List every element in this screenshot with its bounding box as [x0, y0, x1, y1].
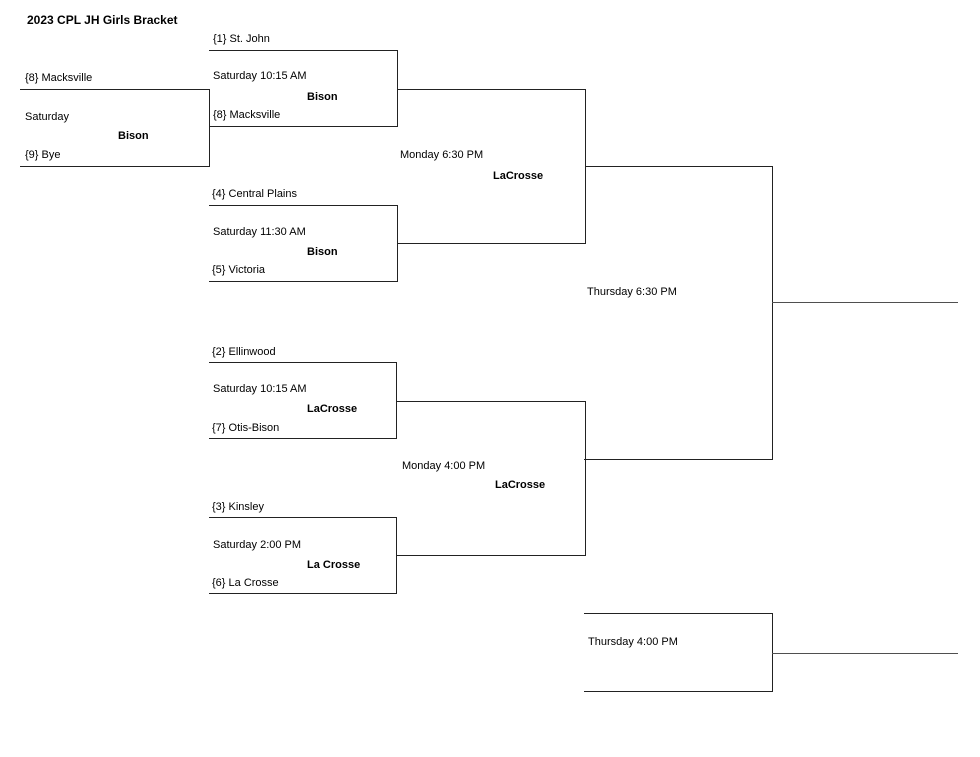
bracket-line — [396, 555, 585, 556]
bracket-line — [584, 459, 772, 460]
round1-game3-top-team-label: {2} Ellinwood — [212, 346, 276, 358]
bracket-line — [20, 89, 209, 90]
round1-game2-venue-label: Bison — [307, 246, 338, 258]
bracket-line — [209, 281, 397, 282]
round1-game3-bottom-team-label: {7} Otis-Bison — [212, 422, 280, 434]
semifinal1-schedule-label: Monday 6:30 PM — [400, 149, 484, 161]
bracket-line — [397, 89, 585, 90]
third-place-schedule-label: Thursday 4:00 PM — [588, 636, 678, 648]
bracket-line — [397, 50, 398, 127]
bracket-line — [772, 613, 773, 692]
playin-bottom-team-label: {9} Bye — [25, 149, 61, 161]
bracket-line — [585, 166, 772, 167]
round1-game1-bottom-team-label: {8} Macksville — [213, 109, 281, 121]
round1-game1-schedule-label: Saturday 10:15 AM — [213, 70, 307, 82]
bracket-line — [20, 166, 209, 167]
bracket-line — [585, 401, 586, 556]
round1-game4-top-team-label: {3} Kinsley — [212, 501, 264, 513]
bracket-line — [209, 50, 397, 51]
semifinal2-schedule-label: Monday 4:00 PM — [402, 460, 486, 472]
bracket-line — [584, 613, 772, 614]
bracket-line — [584, 691, 772, 692]
playin-schedule-label: Saturday — [25, 111, 70, 123]
round1-game1-top-team-label: {1} St. John — [213, 33, 270, 45]
bracket-line — [209, 362, 396, 363]
round1-game4-venue-label: La Crosse — [307, 559, 361, 571]
playin-venue-label: Bison — [118, 130, 149, 142]
champion-advancement-line — [772, 302, 958, 303]
bracket-line — [209, 593, 396, 594]
bracket-line — [772, 166, 773, 460]
round1-game3-schedule-label: Saturday 10:15 AM — [213, 383, 307, 395]
championship-schedule-label: Thursday 6:30 PM — [587, 286, 677, 298]
playin-top-team-label: {8} Macksville — [25, 72, 93, 84]
bracket-line — [396, 401, 585, 402]
bracket-line — [209, 126, 397, 127]
semifinal1-venue-label: LaCrosse — [493, 170, 544, 182]
round1-game2-schedule-label: Saturday 11:30 AM — [213, 226, 306, 238]
bracket-line — [209, 438, 396, 439]
bracket-line — [209, 205, 397, 206]
bracket-title: 2023 CPL JH Girls Bracket — [27, 13, 178, 27]
third-place-advancement-line — [772, 653, 958, 654]
bracket-line — [396, 362, 397, 439]
semifinal2-venue-label: LaCrosse — [495, 479, 546, 491]
round1-game4-bottom-team-label: {6} La Crosse — [212, 577, 279, 589]
round1-game4-schedule-label: Saturday 2:00 PM — [213, 539, 302, 551]
round1-game2-bottom-team-label: {5} Victoria — [212, 264, 266, 276]
bracket-line — [209, 517, 396, 518]
round1-game1-venue-label: Bison — [307, 91, 338, 103]
round1-game3-venue-label: LaCrosse — [307, 403, 358, 415]
bracket-line — [397, 243, 585, 244]
round1-game2-top-team-label: {4} Central Plains — [212, 188, 297, 200]
bracket-line — [209, 89, 210, 167]
